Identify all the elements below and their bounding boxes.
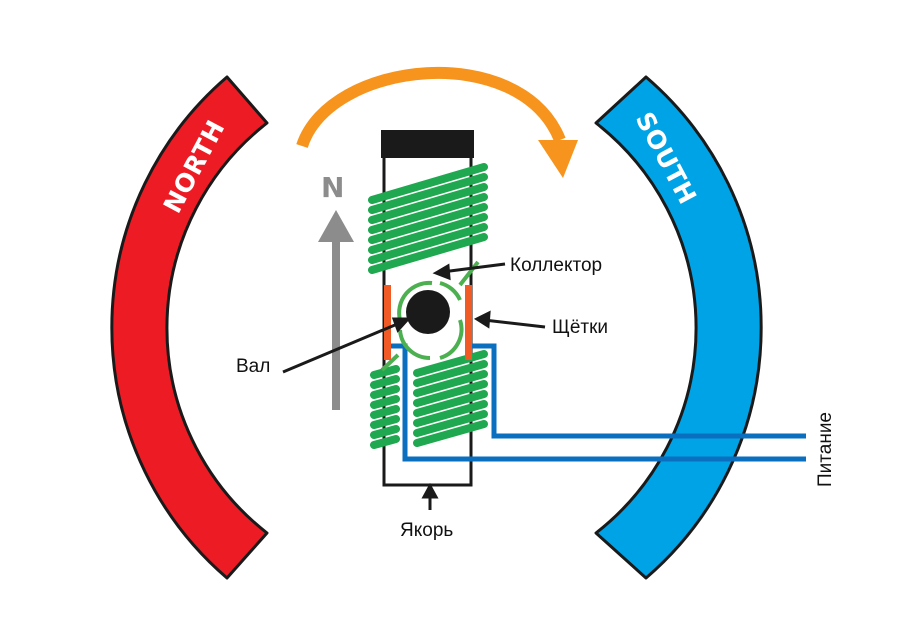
field-direction-arrow: N bbox=[318, 171, 354, 410]
armature-top-block bbox=[381, 130, 474, 158]
rotation-arrow-arc bbox=[296, 66, 566, 149]
field-arrow-shaft bbox=[332, 240, 340, 410]
leader-lines bbox=[282, 262, 546, 510]
rotation-arrowhead bbox=[538, 140, 578, 178]
commutator bbox=[380, 260, 480, 372]
south-pole-magnet bbox=[594, 75, 763, 580]
north-pole: NORTH bbox=[110, 75, 269, 580]
brushes-label: Щётки bbox=[552, 317, 608, 338]
rotation-arrow bbox=[296, 66, 578, 178]
power-label: Питание bbox=[815, 412, 836, 487]
upper-coil bbox=[368, 163, 488, 274]
field-arrowhead bbox=[318, 210, 354, 242]
shaft-label: Вал bbox=[236, 356, 270, 377]
brushes-leader bbox=[483, 318, 546, 329]
brush-right bbox=[465, 285, 472, 360]
commutator-leader bbox=[441, 262, 506, 274]
brush-left bbox=[384, 285, 391, 360]
power-wire-inner bbox=[388, 343, 806, 462]
field-direction-label: N bbox=[321, 171, 344, 204]
shaft-leader bbox=[282, 320, 403, 374]
armature-label: Якорь bbox=[400, 520, 453, 541]
commutator-label: Коллектор bbox=[510, 255, 602, 276]
power-wires bbox=[388, 343, 806, 462]
lower-coil bbox=[370, 350, 488, 449]
shaft bbox=[406, 290, 450, 334]
south-pole: SOUTH bbox=[594, 75, 763, 580]
north-pole-magnet bbox=[110, 75, 269, 580]
power-wire-outer bbox=[470, 343, 806, 439]
